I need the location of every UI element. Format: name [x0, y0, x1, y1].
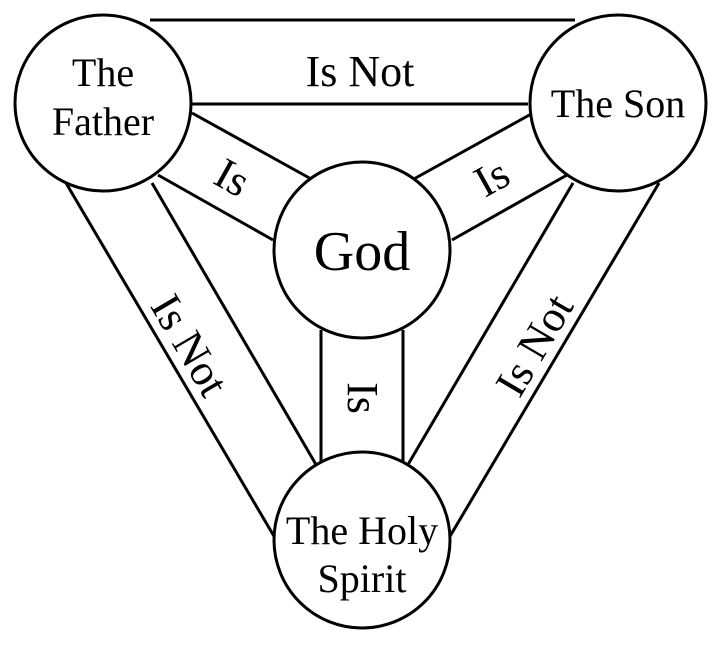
node-god-label: God [314, 221, 410, 283]
spoke-spirit-god [319, 330, 405, 465]
spoke-son-god [411, 111, 568, 242]
edge-label-father-god: Is [206, 148, 258, 206]
node-spirit-label-line2: Spirit [318, 556, 407, 601]
node-son: The Son [528, 13, 708, 193]
node-spirit: The Holy Spirit [272, 450, 452, 630]
node-father: The Father [13, 13, 193, 193]
edge-label-son-god: Is [466, 148, 518, 206]
edge-label-father-son: Is Not [306, 47, 415, 96]
band-son-spirit [404, 182, 661, 544]
node-father-label-line1: The [72, 50, 134, 95]
edge-label-spirit-god: Is [338, 382, 387, 414]
band-father-spirit [64, 182, 320, 544]
spoke-father-god [157, 111, 314, 242]
node-spirit-label-line1: The Holy [286, 508, 438, 553]
edge-label-son-spirit: Is Not [486, 286, 583, 405]
band-father-son [150, 18, 575, 106]
node-son-label: The Son [551, 81, 685, 126]
node-god: God [272, 160, 452, 340]
node-father-label-line2: Father [52, 99, 154, 144]
